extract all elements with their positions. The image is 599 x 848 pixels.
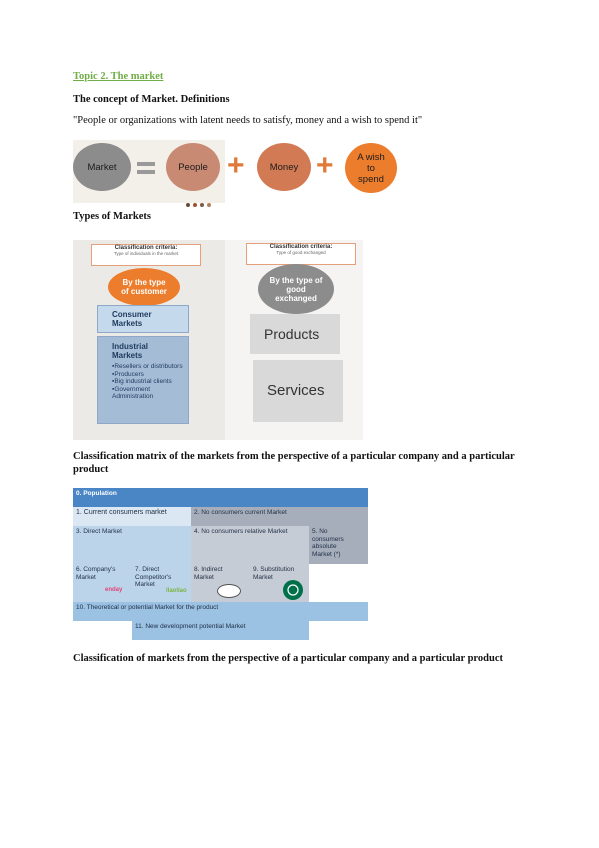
services-box: Services — [253, 360, 343, 422]
industrial-item: ▪Government Administration — [112, 385, 154, 401]
good-type-oval: By the type of good exchanged — [258, 264, 334, 314]
matrix-heading: Classification matrix of the markets fro… — [73, 451, 515, 475]
topic-title: Topic 2. The market — [73, 71, 164, 82]
plus-icon: + — [227, 149, 245, 182]
industrial-item: ▪Resellers or distributors — [112, 363, 183, 370]
criteria-box-good: Classification criteria: Type of good ex… — [246, 243, 356, 265]
industrial-item: ▪Producers — [112, 370, 144, 378]
matrix-cell-5: 5. No consumers absolute Market (*) — [309, 526, 368, 564]
money-oval: Money — [257, 143, 311, 191]
concept-heading: The concept of Market. Definitions — [73, 94, 230, 105]
wish-oval: A wish to spend — [345, 143, 397, 193]
plus-icon: + — [316, 149, 334, 182]
customer-type-oval: By the type of customer — [108, 268, 180, 306]
starbucks-logo-icon — [283, 580, 303, 600]
types-heading: Types of Markets — [73, 211, 151, 222]
matrix-cell-4: 4. No consumers relative Market — [191, 526, 309, 564]
products-box: Products — [250, 314, 340, 354]
matrix-cell-11: 11. New development potential Market — [132, 621, 309, 640]
equals-sign — [137, 162, 155, 174]
people-oval: People — [166, 143, 220, 191]
matrix-cell-10: 10. Theoretical or potential Market for … — [73, 602, 368, 621]
definition-quote: "People or organizations with latent nee… — [73, 115, 423, 126]
industrial-markets-box: Industrial Markets ▪Resellers or distrib… — [97, 336, 189, 424]
industrial-item: ▪Big industrial clients — [112, 378, 172, 385]
bottom-heading: Classification of markets from the persp… — [73, 653, 503, 664]
market-oval: Market — [73, 143, 131, 191]
matrix-cell-6: 6. Company's Market — [73, 564, 132, 602]
matrix-population: 0. Population — [73, 488, 368, 507]
criteria-box-customer: Classification criteria: Type of individ… — [91, 244, 201, 266]
matrix-cell-7: 7. Direct Competitor's Market — [132, 564, 191, 602]
consumer-markets-box: Consumer Markets — [97, 305, 189, 333]
matrix-cell-3: 3. Direct Market — [73, 526, 191, 564]
matrix-cell-1: 1. Current consumers market — [73, 507, 191, 526]
matrix-cell-2: 2. No consumers current Market — [191, 507, 368, 526]
llaollao-logo: llaollao — [166, 588, 187, 594]
brand-logo-icon — [217, 584, 241, 598]
enday-logo: enday — [105, 587, 123, 593]
people-figures-icon — [185, 195, 215, 207]
